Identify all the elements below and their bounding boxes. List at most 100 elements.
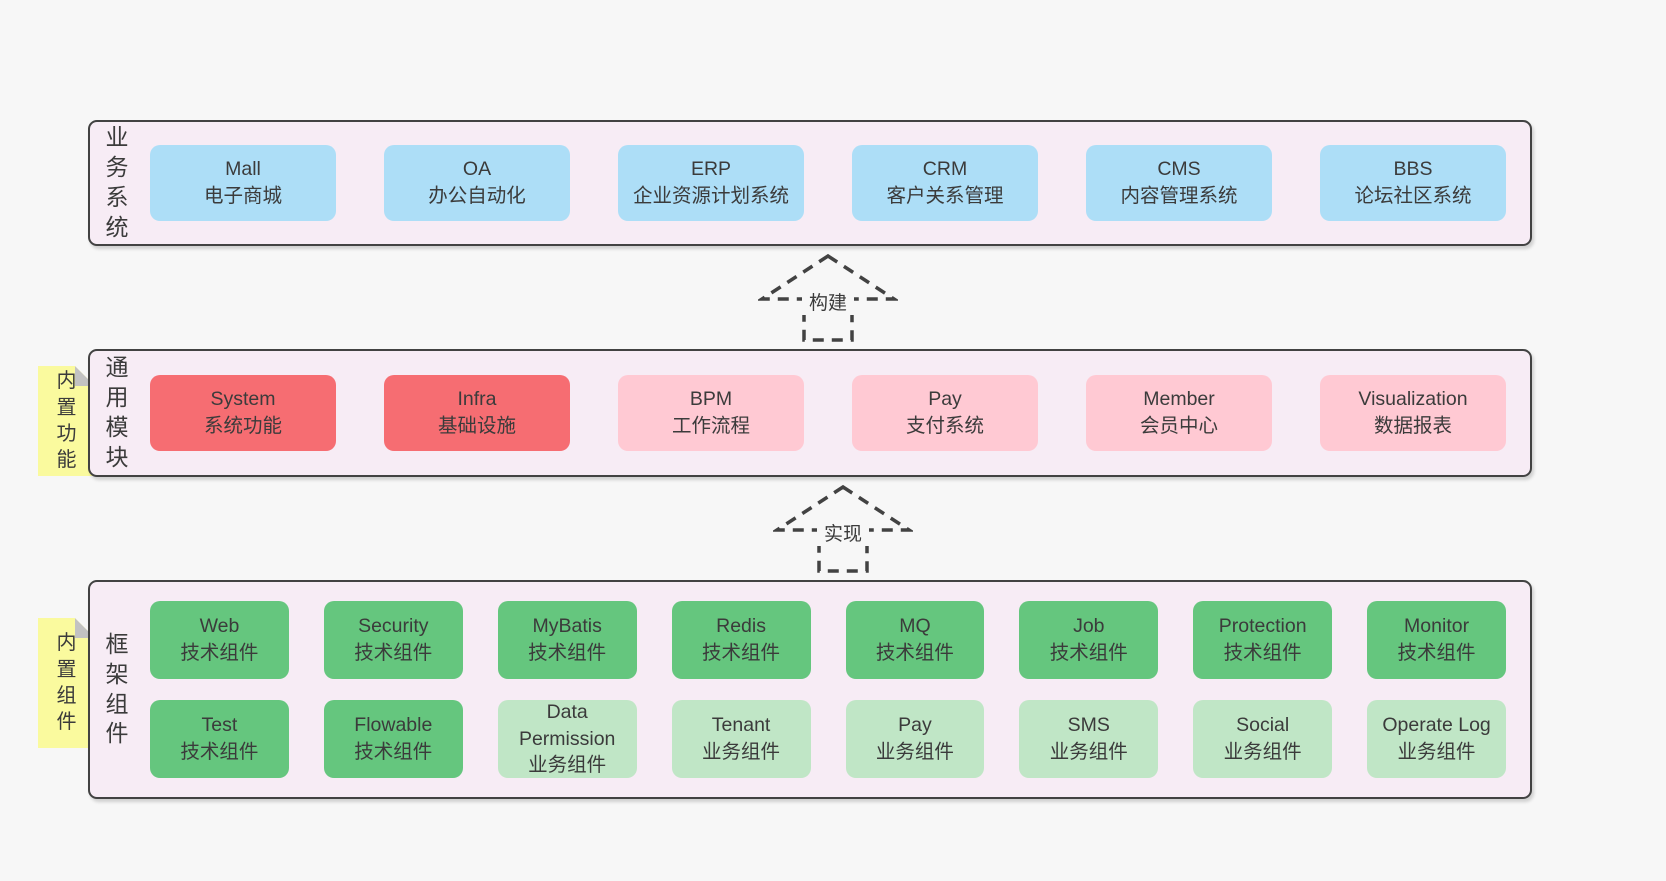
box-title: Flowable bbox=[354, 714, 433, 737]
dashed-up-arrow-implement: 实现 bbox=[773, 484, 913, 573]
box-title: Protection bbox=[1218, 615, 1307, 638]
box-subtitle: 技术组件 bbox=[354, 741, 433, 763]
box-subtitle: 客户关系管理 bbox=[886, 185, 1004, 207]
box-subtitle: 业务组件 bbox=[1049, 741, 1128, 763]
box-pay-component: Pay 业务组件 bbox=[845, 700, 985, 778]
box-subtitle: 技术组件 bbox=[528, 642, 607, 664]
box-subtitle: 论坛社区系统 bbox=[1354, 185, 1472, 207]
box-pay-module: Pay 支付系统 bbox=[852, 375, 1038, 451]
dashed-up-arrow-build: 构建 bbox=[758, 253, 898, 342]
band-title: 通用模块 bbox=[105, 354, 129, 470]
box-title: CRM bbox=[922, 158, 968, 181]
business-systems-row: Mall 电子商城 OA 办公自动化 ERP 企业资源计划系统 CRM 客户关系… bbox=[150, 145, 1506, 221]
band-title: 框架组件 bbox=[105, 630, 129, 747]
box-subtitle: 工作流程 bbox=[671, 415, 750, 437]
box-title: Visualization bbox=[1358, 388, 1468, 411]
box-tenant: Tenant 业务组件 bbox=[671, 700, 811, 778]
box-data-permission: Data Permission 业务组件 bbox=[497, 700, 637, 778]
box-monitor: Monitor 技术组件 bbox=[1367, 601, 1506, 679]
box-title: Job bbox=[1073, 615, 1105, 638]
box-subtitle: 系统功能 bbox=[203, 415, 282, 437]
box-subtitle: 业务组件 bbox=[702, 741, 781, 763]
box-oa: OA 办公自动化 bbox=[384, 145, 570, 221]
box-subtitle: 基础设施 bbox=[437, 415, 516, 437]
box-title: Member bbox=[1143, 388, 1215, 411]
up-arrow-icon bbox=[758, 253, 898, 342]
band-label-column: 框架组件 bbox=[90, 582, 144, 797]
box-title: Security bbox=[358, 615, 429, 638]
box-title: MyBatis bbox=[532, 615, 602, 638]
box-mq: MQ 技术组件 bbox=[845, 601, 985, 679]
box-cms: CMS 内容管理系统 bbox=[1086, 145, 1272, 221]
box-subtitle: 支付系统 bbox=[905, 415, 984, 437]
box-title: Infra bbox=[457, 388, 497, 411]
box-visualization: Visualization 数据报表 bbox=[1320, 375, 1506, 451]
common-modules-row: System 系统功能 Infra 基础设施 BPM 工作流程 Pay 支付系统… bbox=[150, 375, 1506, 451]
box-subtitle: 业务组件 bbox=[1223, 741, 1302, 763]
box-sms: SMS 业务组件 bbox=[1019, 700, 1159, 778]
box-subtitle: 业务组件 bbox=[1397, 741, 1476, 763]
box-crm: CRM 客户关系管理 bbox=[852, 145, 1038, 221]
box-subtitle: 数据报表 bbox=[1373, 415, 1452, 437]
box-title: Social bbox=[1236, 714, 1290, 737]
band-common-modules: 通用模块 System 系统功能 Infra 基础设施 BPM 工作流程 Pay bbox=[88, 349, 1532, 477]
box-bbs: BBS 论坛社区系统 bbox=[1320, 145, 1506, 221]
box-subtitle: 技术组件 bbox=[180, 642, 259, 664]
band-title: 业务系统 bbox=[105, 124, 129, 240]
box-erp: ERP 企业资源计划系统 bbox=[618, 145, 804, 221]
box-subtitle: 会员中心 bbox=[1139, 415, 1218, 437]
up-arrow-icon bbox=[773, 484, 913, 573]
box-title: Test bbox=[201, 714, 238, 737]
box-subtitle: 技术组件 bbox=[1049, 642, 1128, 664]
sticky-note-builtin-features: 内置功能 bbox=[38, 366, 95, 476]
band-label-column: 业务系统 bbox=[90, 122, 144, 244]
box-redis: Redis 技术组件 bbox=[671, 601, 811, 679]
box-title: System bbox=[210, 388, 276, 411]
box-mall: Mall 电子商城 bbox=[150, 145, 336, 221]
box-title: OA bbox=[462, 158, 492, 181]
box-member: Member 会员中心 bbox=[1086, 375, 1272, 451]
box-title: MQ bbox=[899, 615, 931, 638]
box-subtitle: 技术组件 bbox=[1223, 642, 1302, 664]
box-title: Pay bbox=[898, 714, 932, 737]
box-test: Test 技术组件 bbox=[150, 700, 289, 778]
box-bpm: BPM 工作流程 bbox=[618, 375, 804, 451]
box-subtitle: 技术组件 bbox=[875, 642, 954, 664]
box-title: CMS bbox=[1157, 158, 1201, 181]
box-subtitle: 业务组件 bbox=[875, 741, 954, 763]
box-protection: Protection 技术组件 bbox=[1193, 601, 1333, 679]
box-title: Data Permission bbox=[518, 700, 616, 750]
box-flowable: Flowable 技术组件 bbox=[323, 700, 463, 778]
arrow-label: 构建 bbox=[809, 292, 847, 314]
box-title: Pay bbox=[928, 388, 962, 411]
box-job: Job 技术组件 bbox=[1019, 601, 1159, 679]
box-social: Social 业务组件 bbox=[1193, 700, 1333, 778]
arrow-label-backdrop bbox=[817, 520, 869, 546]
box-subtitle: 业务组件 bbox=[528, 754, 607, 777]
box-title: ERP bbox=[690, 158, 732, 181]
box-title: Tenant bbox=[711, 714, 771, 737]
box-title: BPM bbox=[689, 388, 733, 411]
band-label-column: 通用模块 bbox=[90, 351, 144, 475]
box-title: BBS bbox=[1393, 158, 1433, 181]
framework-components-row-2: Test 技术组件 Flowable 技术组件 Data Permission … bbox=[150, 700, 1506, 778]
box-title: Operate Log bbox=[1382, 714, 1491, 737]
arrow-label: 实现 bbox=[824, 523, 862, 545]
box-subtitle: 办公自动化 bbox=[428, 185, 526, 207]
note-label: 内置组件 bbox=[56, 632, 77, 734]
box-title: SMS bbox=[1067, 714, 1110, 737]
box-subtitle: 电子商城 bbox=[203, 185, 282, 207]
box-mybatis: MyBatis 技术组件 bbox=[497, 601, 637, 679]
band-framework-components: 框架组件 Web 技术组件 Security 技术组件 MyBatis 技术组件… bbox=[88, 580, 1532, 799]
box-title: Mall bbox=[225, 158, 261, 181]
box-web: Web 技术组件 bbox=[150, 601, 289, 679]
framework-components-row-1: Web 技术组件 Security 技术组件 MyBatis 技术组件 Redi… bbox=[150, 601, 1506, 679]
box-subtitle: 技术组件 bbox=[180, 741, 259, 763]
band-business-systems: 业务系统 Mall 电子商城 OA 办公自动化 ERP 企业资源计划系统 CRM bbox=[88, 120, 1532, 246]
box-title: Redis bbox=[716, 615, 766, 638]
box-subtitle: 技术组件 bbox=[1397, 642, 1476, 664]
box-subtitle: 技术组件 bbox=[702, 642, 781, 664]
box-security: Security 技术组件 bbox=[323, 601, 463, 679]
box-subtitle: 技术组件 bbox=[354, 642, 433, 664]
